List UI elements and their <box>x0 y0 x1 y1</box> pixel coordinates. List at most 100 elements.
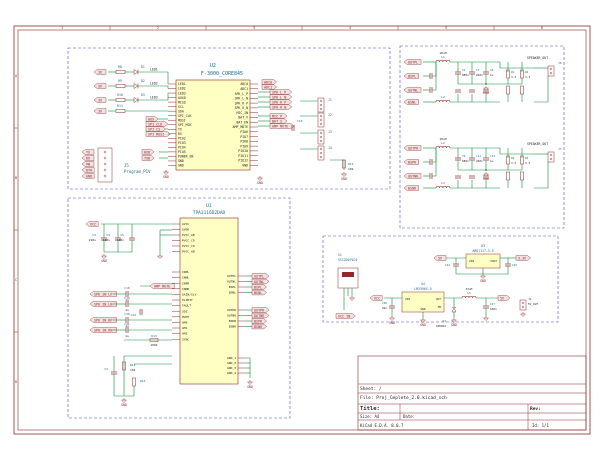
net-label-amp-out[interactable]: OUTNL <box>251 278 270 285</box>
mcu-chip[interactable] <box>175 79 251 171</box>
capacitor-symbol[interactable] <box>455 175 461 179</box>
net-label-right[interactable]: MIC_P <box>269 113 288 119</box>
net-label-spi[interactable]: SPI_CLK <box>145 121 169 127</box>
net-label-adc[interactable]: ADC0 <box>261 79 277 85</box>
net-label-bs[interactable]: OUTNL <box>403 87 422 93</box>
net-label-input[interactable]: SPK_IN_RP <box>89 317 117 323</box>
resistor-symbol[interactable] <box>122 361 126 371</box>
net-label-right[interactable]: BAT_S <box>269 118 288 124</box>
inductor-symbol[interactable] <box>435 146 451 149</box>
mcu-pin-name: PIO12 <box>238 159 248 163</box>
net-label-shape <box>251 278 270 285</box>
amp-pin-name: AM1 <box>182 326 188 330</box>
resistor-symbol[interactable] <box>506 85 510 95</box>
power-label-3v[interactable]: 3V <box>93 69 107 75</box>
net-label-bs[interactable]: OUTPR <box>403 145 422 151</box>
power-label-3v3[interactable]: 3.3V <box>515 255 531 261</box>
capacitor-symbol[interactable] <box>469 89 475 93</box>
power-label-3v[interactable]: 3V <box>93 108 107 114</box>
capacitor-symbol[interactable] <box>469 175 475 179</box>
part-ref: C12 <box>490 154 495 158</box>
connector-j2[interactable] <box>317 112 325 128</box>
net-label-input[interactable]: SPK_IN_RN <box>89 327 117 333</box>
net-label-spi[interactable]: SPI_CS <box>145 126 166 132</box>
net-label-adc[interactable]: ADC1 <box>261 84 277 90</box>
connector-j4[interactable] <box>317 145 325 161</box>
mcu-pin-name: SPI_MCK <box>178 123 192 127</box>
net-label-bs[interactable]: OUTPL <box>403 59 422 65</box>
net-label-right[interactable]: SPK_R_P <box>269 99 293 105</box>
net-label-out[interactable]: BSNL <box>403 99 419 105</box>
net-label-mute[interactable]: AMP_MUTE <box>149 283 175 289</box>
net-label-amp-out[interactable]: OUTPL <box>251 273 270 279</box>
power-label-5v[interactable]: 5V <box>497 295 511 301</box>
net-label-amp-out[interactable]: BSPL <box>251 284 267 290</box>
net-label-input[interactable]: SPK_IN_LP <box>89 291 117 297</box>
header-net-label[interactable]: GND <box>81 173 95 179</box>
net-label-out[interactable]: BSNR <box>403 185 419 191</box>
net-label-amp-out[interactable]: BSPR <box>251 318 267 324</box>
connector-j1[interactable] <box>317 97 325 113</box>
connector-body <box>317 129 325 145</box>
power-label-5v[interactable]: 5V <box>433 255 447 261</box>
power-label-3v[interactable]: 3V <box>93 97 107 103</box>
net-label-right[interactable]: SPK_L_P <box>269 89 293 95</box>
net-name: LED3 <box>150 96 158 100</box>
net-label-vcc-in[interactable]: VCC_IN <box>335 313 356 319</box>
capacitor-symbol[interactable] <box>291 125 295 131</box>
net-label-spi[interactable]: AUX <box>145 116 159 122</box>
net-label-rx[interactable]: RXD <box>141 149 155 155</box>
net-label-right[interactable]: AMP_MUTE <box>269 123 295 129</box>
header-net-label[interactable]: DTR <box>81 167 95 173</box>
resistor-symbol[interactable] <box>520 171 524 181</box>
resistor-symbol[interactable] <box>506 171 510 181</box>
net-label-amp-out[interactable]: OUTPR <box>251 307 270 313</box>
capacitor-symbol[interactable] <box>139 309 143 315</box>
resistor-symbol[interactable] <box>342 159 346 169</box>
connector-j3[interactable] <box>317 129 325 145</box>
part-value: 220n <box>476 73 483 77</box>
power-label-vcc[interactable]: VCC <box>85 221 99 227</box>
header-net-label[interactable]: RX <box>81 155 95 161</box>
net-label-text: VCC_IN <box>338 314 350 318</box>
net-label-tx[interactable]: TXD <box>141 155 155 161</box>
net-label-spi[interactable]: SPI_MOSI <box>145 131 171 137</box>
capacitor-symbol[interactable] <box>483 175 489 179</box>
net-label-bs[interactable]: OUTNR <box>403 173 422 179</box>
connector-pin <box>319 147 323 151</box>
net-label-amp-out[interactable]: BSNL <box>251 289 267 296</box>
speaker-connector[interactable] <box>547 151 555 163</box>
net-label-right[interactable]: SPK_R_N <box>269 104 293 110</box>
connector-5v-out[interactable] <box>519 299 527 311</box>
power-label-3v[interactable]: 3V <box>93 83 107 89</box>
net-label-out[interactable]: BSPL <box>403 73 419 79</box>
capacitor-symbol[interactable] <box>455 89 461 93</box>
mcu-pin-name: MISO <box>178 100 186 104</box>
mcu-pin-name: SPI_CLK <box>178 114 192 118</box>
ground-symbol <box>482 316 490 321</box>
inductor-symbol[interactable] <box>435 100 451 103</box>
amp-pin-name: GND_4 <box>227 371 236 375</box>
net-label-amp-out[interactable]: OUTNR <box>251 312 270 319</box>
inductor-symbol[interactable] <box>461 296 477 299</box>
net-label-out[interactable]: BSPR <box>403 159 419 165</box>
net-label-text: BSNR <box>254 325 263 329</box>
header-net-label[interactable]: TX <box>81 149 95 155</box>
inductor-symbol[interactable] <box>435 60 451 63</box>
net-label-amp-out[interactable]: BSNR <box>251 323 267 330</box>
net-label-text: SPI_CS <box>148 127 160 131</box>
amp-chip[interactable] <box>179 217 239 385</box>
capacitor-symbol[interactable] <box>483 89 489 93</box>
net-label-right[interactable]: SPK_L_N <box>269 94 293 100</box>
pin-name: GND <box>420 307 425 311</box>
speaker-output-name: SPEAKER_OUT <box>527 56 548 60</box>
part-ref: R2 <box>525 70 529 74</box>
resistor-symbol[interactable] <box>520 85 524 95</box>
power-label-vcc[interactable]: VCC <box>369 295 383 301</box>
net-label-shape <box>403 185 419 191</box>
inductor-symbol[interactable] <box>435 186 451 189</box>
net-label-input[interactable]: SPK_IN_LN <box>89 301 117 307</box>
header-net-label[interactable]: PW <box>81 161 95 167</box>
speaker-connector[interactable] <box>547 65 555 77</box>
